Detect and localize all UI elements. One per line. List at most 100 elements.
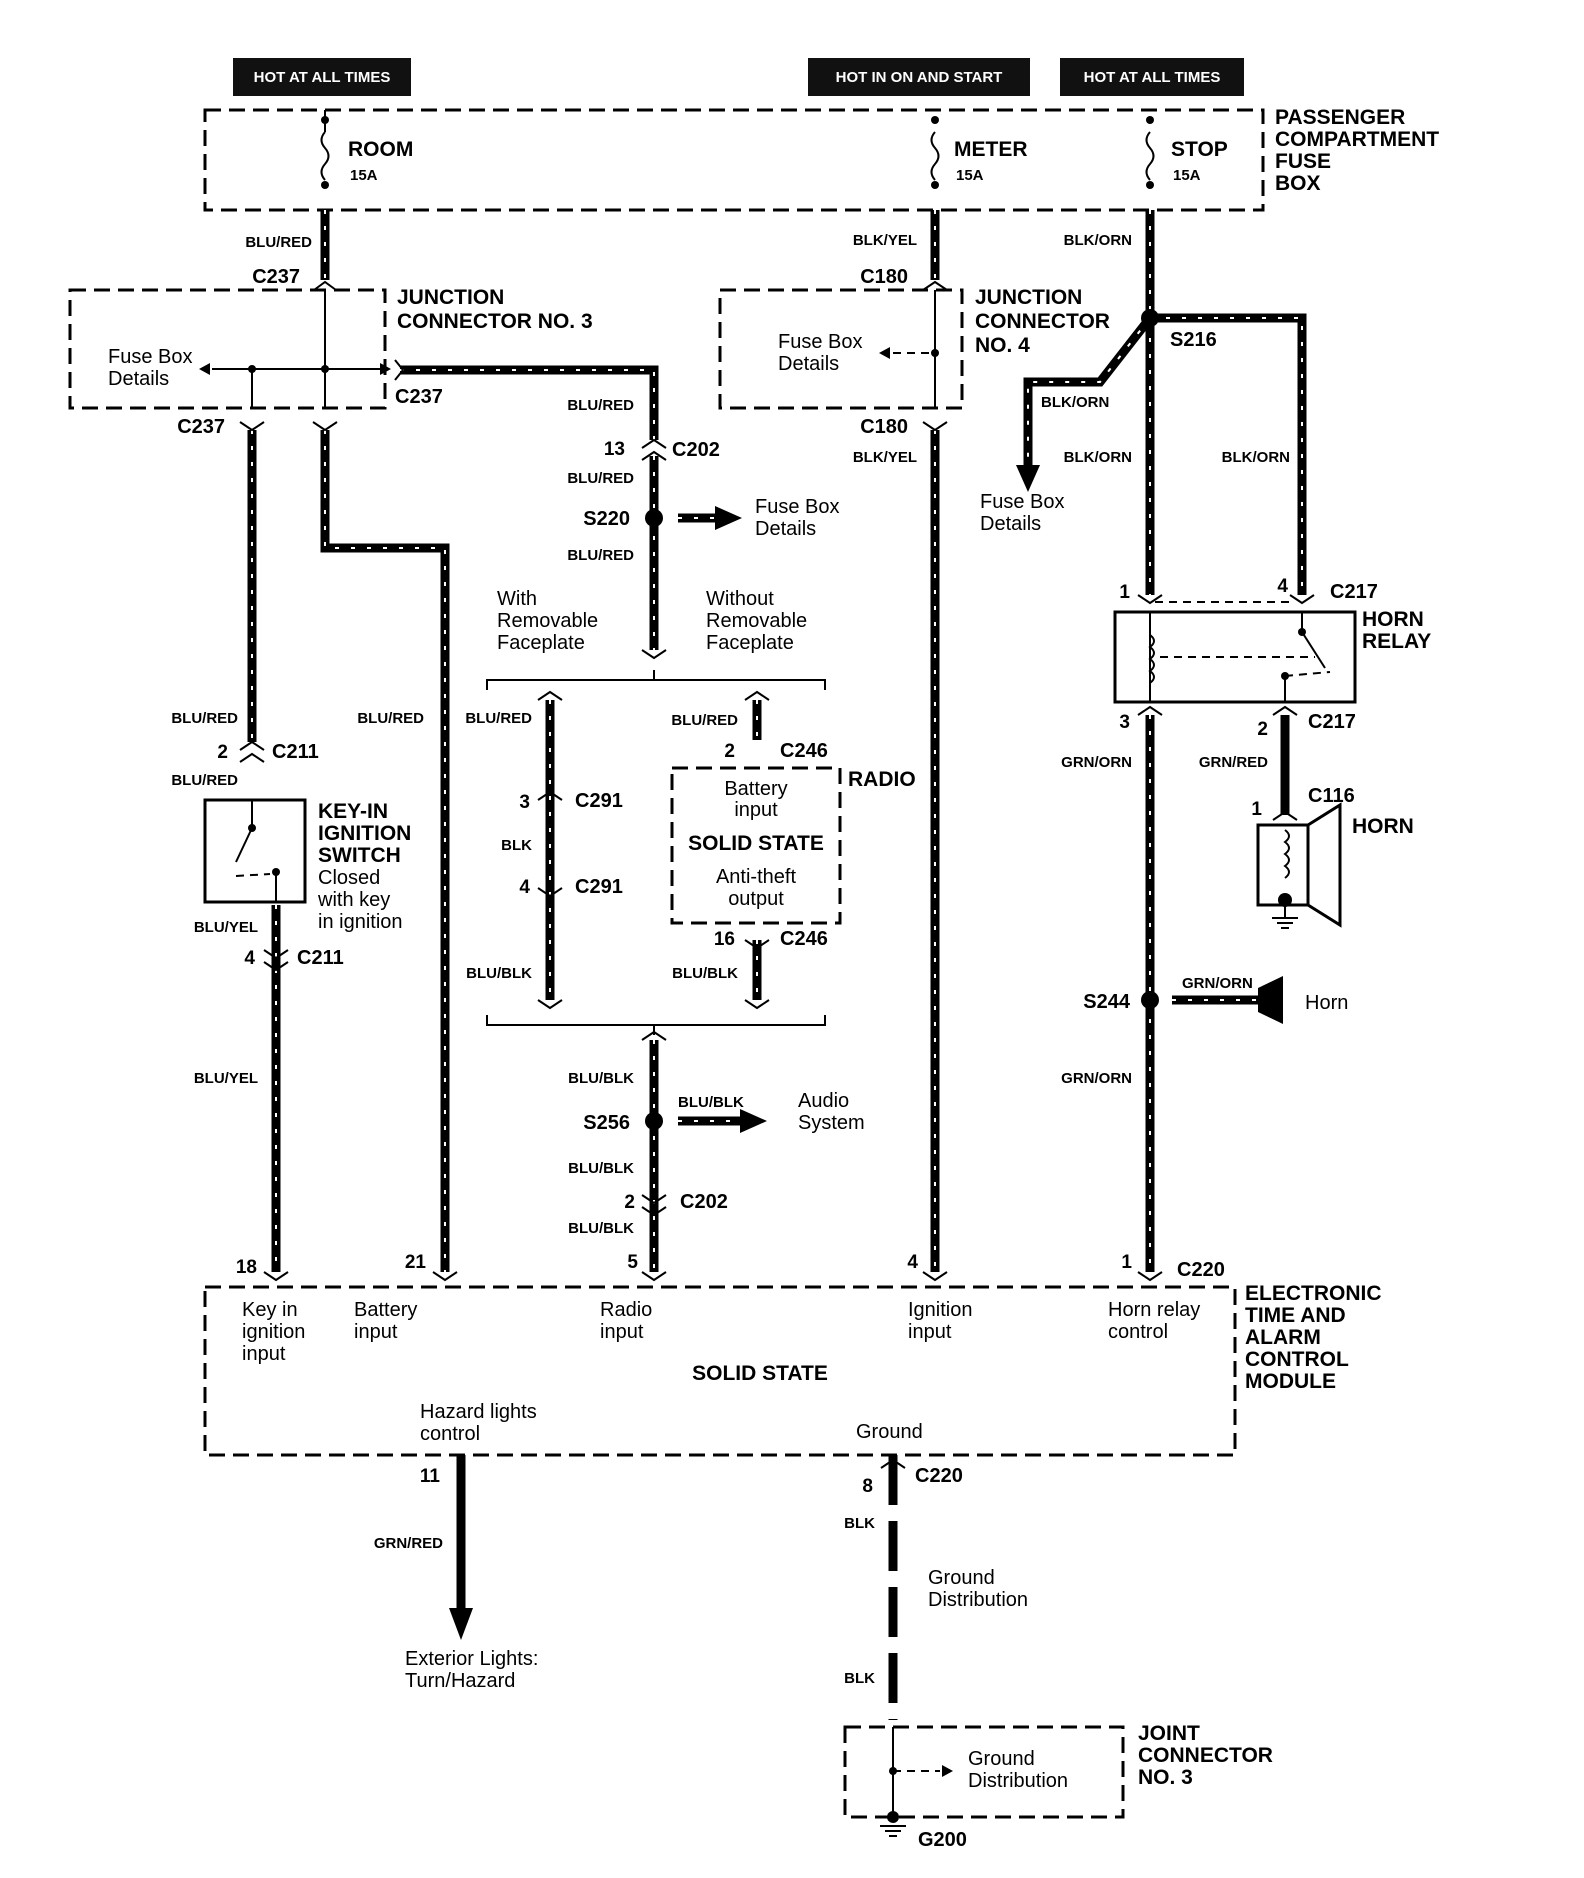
svg-text:CONNECTOR NO. 3: CONNECTOR NO. 3	[397, 310, 593, 333]
svg-text:Key in: Key in	[242, 1299, 298, 1321]
svg-text:13: 13	[604, 439, 625, 460]
splice-s256	[645, 1112, 663, 1130]
svg-text:BLK: BLK	[844, 1515, 875, 1532]
svg-text:C202: C202	[680, 1191, 728, 1213]
svg-text:in ignition: in ignition	[318, 911, 403, 933]
svg-text:C180: C180	[860, 416, 908, 438]
svg-text:Faceplate: Faceplate	[497, 632, 585, 654]
svg-text:METER: METER	[954, 138, 1028, 161]
horn-relay: HORN RELAY	[1113, 601, 1431, 704]
svg-text:C237: C237	[395, 386, 443, 408]
svg-text:4: 4	[244, 948, 255, 969]
svg-text:BLU/RED: BLU/RED	[567, 547, 634, 564]
svg-text:21: 21	[405, 1252, 427, 1273]
svg-text:HORN: HORN	[1362, 608, 1424, 631]
svg-text:C202: C202	[672, 439, 720, 461]
wires	[247, 210, 1307, 1720]
svg-text:S256: S256	[583, 1112, 630, 1134]
svg-text:Fuse Box: Fuse Box	[778, 331, 862, 353]
svg-text:BLU/BLK: BLU/BLK	[678, 1094, 744, 1111]
svg-text:JUNCTION: JUNCTION	[397, 286, 504, 309]
svg-text:2: 2	[217, 742, 228, 763]
svg-text:BLU/RED: BLU/RED	[357, 710, 424, 727]
svg-text:Exterior Lights:: Exterior Lights:	[405, 1648, 538, 1670]
svg-text:input: input	[354, 1321, 398, 1343]
svg-text:2: 2	[1257, 719, 1268, 740]
svg-text:STOP: STOP	[1171, 138, 1228, 161]
svg-text:MODULE: MODULE	[1245, 1370, 1336, 1393]
svg-text:Ignition: Ignition	[908, 1299, 973, 1321]
svg-text:1: 1	[1119, 582, 1130, 603]
svg-text:Distribution: Distribution	[928, 1589, 1028, 1611]
junction-connector-3: JUNCTION CONNECTOR NO. 3 Fuse Box Detail…	[68, 280, 593, 432]
svg-text:BLU/BLK: BLU/BLK	[568, 1160, 634, 1177]
svg-text:Faceplate: Faceplate	[706, 632, 794, 654]
svg-text:HOT IN ON AND START: HOT IN ON AND START	[836, 69, 1003, 86]
joint-connector-3: Ground Distribution JOINT CONNECTOR NO. …	[843, 1722, 1273, 1837]
svg-text:BLU/RED: BLU/RED	[171, 772, 238, 789]
svg-text:Without: Without	[706, 588, 774, 610]
svg-text:NO. 4: NO. 4	[975, 334, 1030, 357]
svg-text:BLU/BLK: BLU/BLK	[568, 1070, 634, 1087]
svg-text:BLU/BLK: BLU/BLK	[568, 1220, 634, 1237]
svg-text:input: input	[908, 1321, 952, 1343]
svg-text:SOLID STATE: SOLID STATE	[692, 1362, 828, 1385]
svg-text:BLU/RED: BLU/RED	[171, 710, 238, 727]
svg-text:Ground: Ground	[928, 1567, 995, 1589]
svg-text:15A: 15A	[350, 167, 378, 184]
svg-text:BLU/BLK: BLU/BLK	[466, 965, 532, 982]
svg-text:C220: C220	[915, 1465, 963, 1487]
svg-text:FUSE: FUSE	[1275, 150, 1331, 173]
header-hot-all-times-left: HOT AT ALL TIMES	[233, 58, 411, 96]
svg-text:SWITCH: SWITCH	[318, 844, 401, 867]
svg-text:Ground: Ground	[968, 1748, 1035, 1770]
svg-text:ROOM: ROOM	[348, 138, 413, 161]
svg-text:NO. 3: NO. 3	[1138, 1766, 1193, 1789]
svg-text:control: control	[420, 1423, 480, 1445]
svg-text:GRN/RED: GRN/RED	[1199, 754, 1268, 771]
svg-text:ALARM: ALARM	[1245, 1326, 1321, 1349]
svg-text:input: input	[242, 1343, 286, 1365]
svg-text:BLU/YEL: BLU/YEL	[194, 1070, 258, 1087]
svg-text:C217: C217	[1330, 581, 1378, 603]
svg-text:8: 8	[862, 1476, 873, 1497]
svg-text:Closed: Closed	[318, 867, 380, 889]
svg-text:4: 4	[1277, 576, 1288, 597]
svg-text:Fuse Box: Fuse Box	[755, 496, 839, 518]
svg-text:GRN/ORN: GRN/ORN	[1061, 754, 1132, 771]
svg-text:RELAY: RELAY	[1362, 630, 1431, 653]
splice-s220	[645, 509, 663, 527]
fuse-stop: STOP 15A	[1145, 116, 1228, 189]
svg-text:HORN: HORN	[1352, 815, 1414, 838]
svg-text:Battery: Battery	[724, 778, 787, 800]
svg-text:CONNECTOR: CONNECTOR	[975, 310, 1110, 333]
svg-text:S220: S220	[583, 508, 630, 530]
electronic-time-and-alarm-control-module: ELECTRONIC TIME AND ALARM CONTROL MODULE…	[203, 1282, 1382, 1457]
svg-text:PASSENGER: PASSENGER	[1275, 106, 1405, 129]
svg-text:HOT AT ALL TIMES: HOT AT ALL TIMES	[254, 69, 391, 86]
svg-text:JOINT: JOINT	[1138, 1722, 1200, 1745]
horn: HORN	[1256, 802, 1414, 929]
svg-text:input: input	[600, 1321, 644, 1343]
pin-numbers: 13 1 4 3 2 1 2 4 3 4 2 16 2 18 21 5 4 1 …	[217, 439, 1288, 1497]
svg-text:control: control	[1108, 1321, 1168, 1343]
svg-text:Audio: Audio	[798, 1090, 849, 1112]
svg-text:11: 11	[420, 1466, 441, 1487]
svg-text:Details: Details	[980, 513, 1041, 535]
svg-text:BLU/RED: BLU/RED	[671, 712, 738, 729]
svg-text:BOX: BOX	[1275, 172, 1321, 195]
svg-text:C211: C211	[272, 741, 319, 763]
svg-text:3: 3	[1119, 712, 1130, 733]
svg-text:BLU/RED: BLU/RED	[567, 397, 634, 414]
svg-text:ELECTRONIC: ELECTRONIC	[1245, 1282, 1382, 1305]
svg-text:C116: C116	[1308, 785, 1355, 807]
svg-text:Radio: Radio	[600, 1299, 652, 1321]
fuse-room: ROOM 15A	[320, 110, 413, 189]
svg-text:S216: S216	[1170, 329, 1217, 351]
svg-text:BLU/YEL: BLU/YEL	[194, 919, 258, 936]
misc-labels: Fuse Box Details Fuse Box Details With R…	[405, 491, 1348, 1692]
svg-text:JUNCTION: JUNCTION	[975, 286, 1082, 309]
svg-text:C246: C246	[780, 740, 828, 762]
svg-text:GRN/ORN: GRN/ORN	[1061, 1070, 1132, 1087]
svg-text:Distribution: Distribution	[968, 1770, 1068, 1792]
